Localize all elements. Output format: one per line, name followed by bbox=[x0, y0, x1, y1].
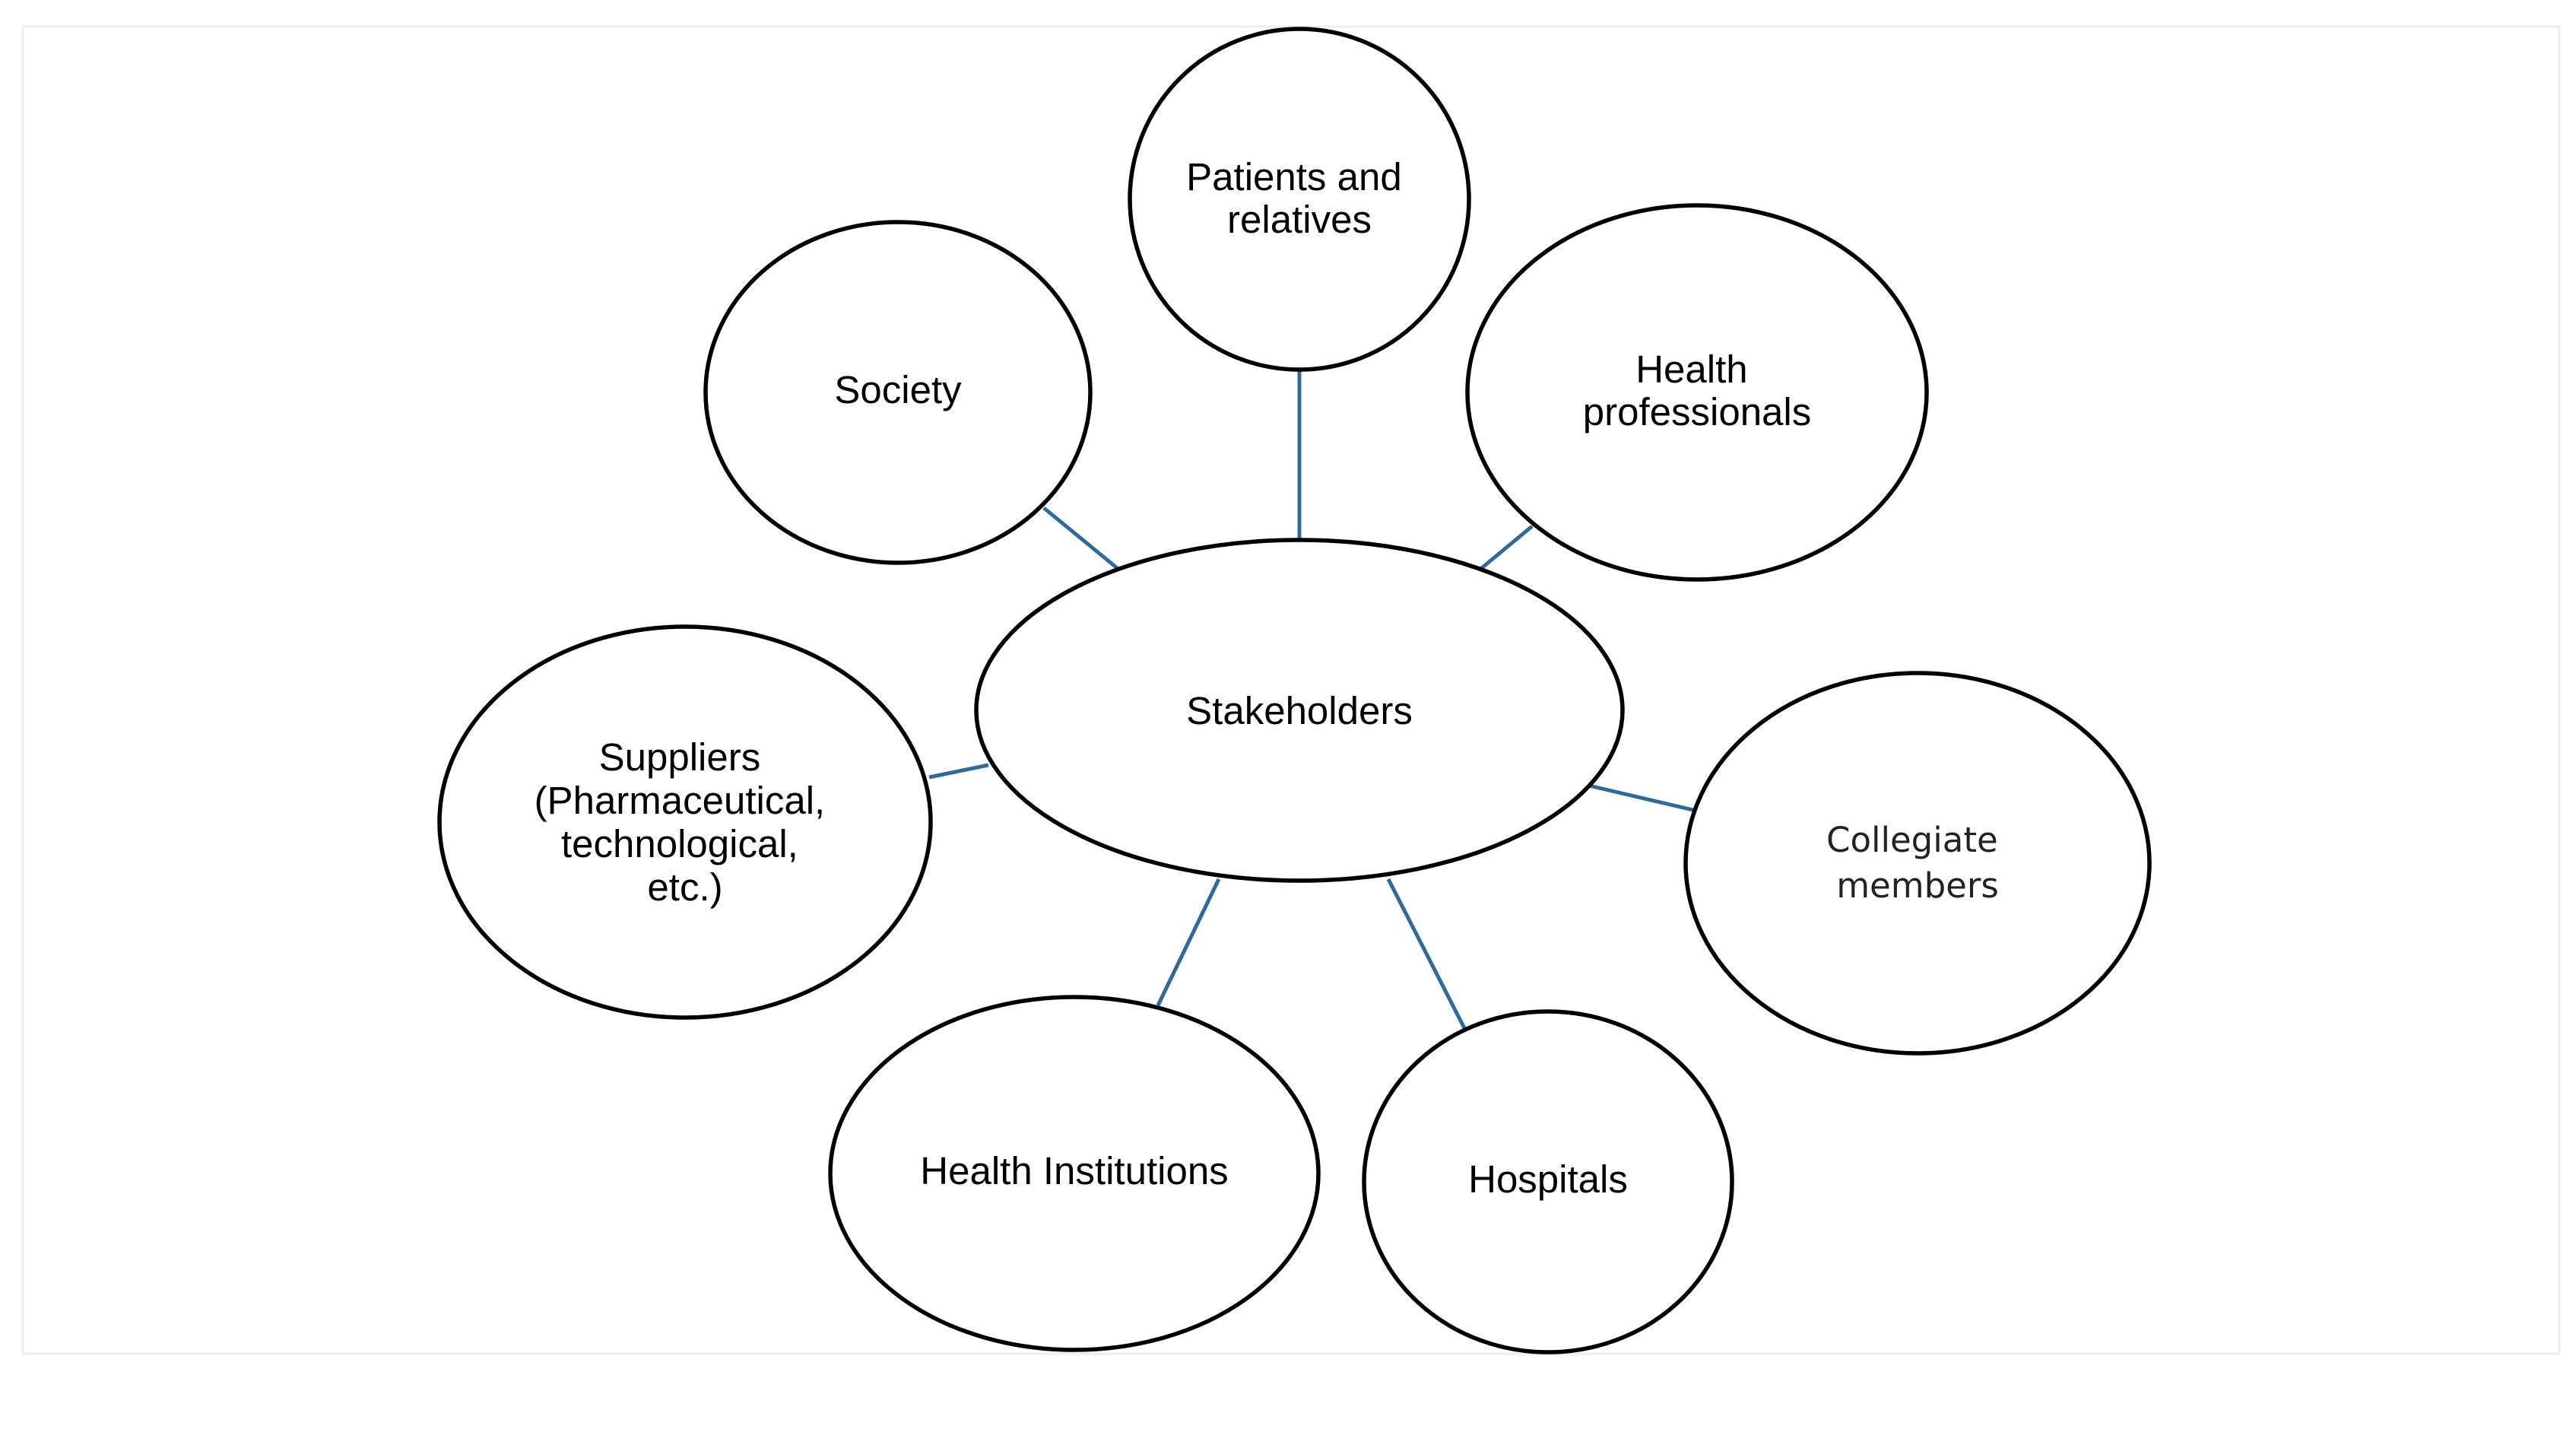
connectors bbox=[928, 370, 1697, 1030]
connector-health-institutions bbox=[1156, 878, 1221, 1007]
node-suppliers-line-4: etc.) bbox=[647, 865, 722, 909]
node-hospitals-line-1: Hospitals bbox=[1468, 1157, 1628, 1201]
node-health-institutions-label: Health Institutions bbox=[920, 1149, 1228, 1192]
center-node-shape bbox=[974, 538, 1625, 883]
diagram-frame bbox=[21, 25, 2561, 1355]
node-suppliers-shape bbox=[437, 624, 933, 1020]
node-patients-shape bbox=[1128, 27, 1471, 372]
connector-hospitals bbox=[1386, 878, 1467, 1030]
node-health-institutions-shape bbox=[828, 995, 1321, 1352]
node-collegiate-line-2: members bbox=[1836, 865, 1999, 906]
center-node-label: Stakeholders bbox=[1186, 689, 1413, 732]
node-health-professionals-line-2: professionals bbox=[1583, 390, 1812, 433]
node-suppliers: Suppliers (Pharmaceutical, technological… bbox=[437, 624, 933, 1020]
node-hospitals-label: Hospitals bbox=[1468, 1157, 1628, 1201]
node-health-professionals-label: Health professionals bbox=[1583, 348, 1812, 433]
node-health-professionals-shape bbox=[1465, 203, 1929, 582]
node-patients-line-2: relatives bbox=[1227, 198, 1372, 241]
node-society-shape bbox=[703, 220, 1093, 565]
node-collegiate: Collegiate members bbox=[1683, 671, 2152, 1056]
node-patients-line-1: Patients and bbox=[1186, 155, 1402, 198]
node-collegiate-label: Collegiate members bbox=[1826, 820, 2009, 906]
node-collegiate-line-1: Collegiate bbox=[1826, 820, 1998, 860]
node-hospitals: Hospitals bbox=[1362, 1009, 1734, 1354]
connector-health-professionals bbox=[1477, 525, 1534, 572]
node-patients-label: Patients and relatives bbox=[1186, 155, 1413, 241]
node-suppliers-line-3: technological, bbox=[561, 822, 798, 865]
node-suppliers-label: Suppliers (Pharmaceutical, technological… bbox=[535, 735, 836, 909]
node-health-institutions: Health Institutions bbox=[828, 995, 1321, 1352]
node-patients: Patients and relatives bbox=[1128, 27, 1471, 372]
connector-suppliers bbox=[928, 763, 989, 780]
connector-society bbox=[1042, 506, 1121, 572]
connector-collegiate bbox=[1588, 783, 1697, 813]
node-health-professionals: Health professionals bbox=[1465, 203, 1929, 582]
node-society-label: Society bbox=[834, 368, 962, 411]
node-collegiate-shape bbox=[1683, 671, 2152, 1056]
node-suppliers-line-2: (Pharmaceutical, bbox=[535, 779, 826, 822]
node-hospitals-shape bbox=[1362, 1009, 1734, 1354]
node-suppliers-line-1: Suppliers bbox=[599, 735, 761, 779]
node-health-institutions-line-1: Health Institutions bbox=[920, 1149, 1228, 1192]
node-society: Society bbox=[703, 220, 1093, 565]
node-health-professionals-line-1: Health bbox=[1635, 348, 1747, 391]
center-node: Stakeholders bbox=[974, 538, 1625, 883]
node-society-line-1: Society bbox=[834, 368, 962, 411]
